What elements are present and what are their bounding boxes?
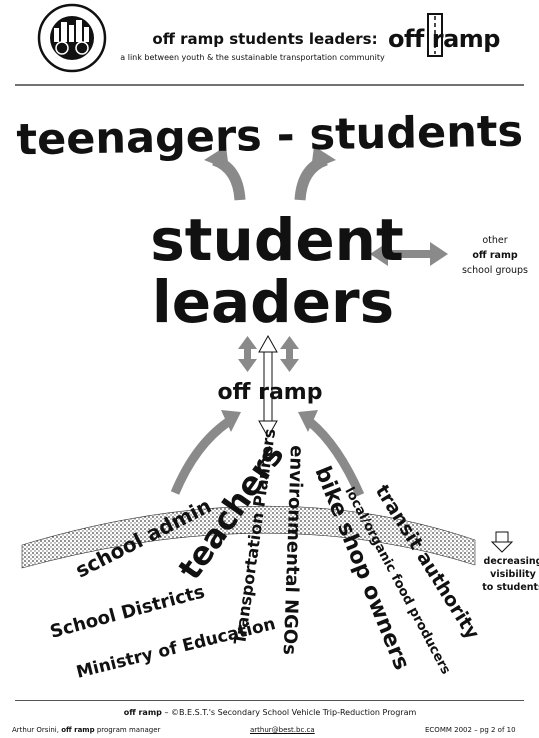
header-subtitle: a link between youth & the sustainable t…	[120, 53, 385, 62]
footer-author: Arthur Orsini, off ramp program manager	[12, 726, 160, 734]
center-label-line1: student	[150, 206, 403, 274]
center-label-line2: leaders	[152, 268, 394, 336]
footer-author-bold: off ramp	[61, 726, 95, 734]
double-arrow-vertical-right	[280, 336, 299, 372]
header-title: off ramp students leaders:	[152, 30, 378, 48]
offramp-logo-mark	[427, 13, 443, 57]
footer-logo: off ramp	[123, 708, 162, 717]
side-note: other off ramp school groups	[450, 233, 539, 278]
offramp-logo: off ramp	[388, 25, 500, 53]
visibility-note-line3: to students	[482, 582, 539, 593]
stakeholder-school-districts: School Districts	[48, 581, 207, 642]
best-seal-logo	[37, 3, 107, 73]
arrow-curve-left	[170, 418, 231, 495]
footer-program: off ramp – ©B.E.S.T.'s Secondary School …	[80, 708, 460, 717]
footer-page-info: ECOMM 2002 – pg 2 of 10	[425, 726, 516, 734]
visibility-note-line1: decreasing	[483, 556, 539, 567]
hub-label: off ramp	[217, 380, 323, 405]
side-note-line3: school groups	[461, 265, 529, 276]
double-arrow-vertical-left	[238, 336, 257, 372]
footer-author-suffix: program manager	[96, 726, 161, 734]
visibility-note: decreasing visibility to students	[477, 555, 539, 594]
visibility-band	[21, 505, 476, 569]
footer-program-text: – ©B.E.S.T.'s Secondary School Vehicle T…	[164, 708, 417, 717]
side-note-line2: off ramp	[472, 250, 518, 261]
decreasing-arrow	[490, 531, 514, 553]
arrow-curve-right	[307, 418, 365, 497]
footer-author-prefix: Arthur Orsini,	[12, 726, 59, 734]
footer-divider	[15, 700, 524, 701]
double-arrow-side	[370, 242, 448, 266]
top-label: teenagers - students	[16, 107, 523, 166]
footer-email-link[interactable]: arthur@best.bc.ca	[250, 726, 315, 734]
side-note-line1: other	[482, 235, 508, 246]
visibility-axis-arrow	[258, 334, 278, 439]
stakeholder-ngos: environmental NGOs	[279, 445, 307, 655]
visibility-note-line2: visibility	[490, 569, 536, 580]
